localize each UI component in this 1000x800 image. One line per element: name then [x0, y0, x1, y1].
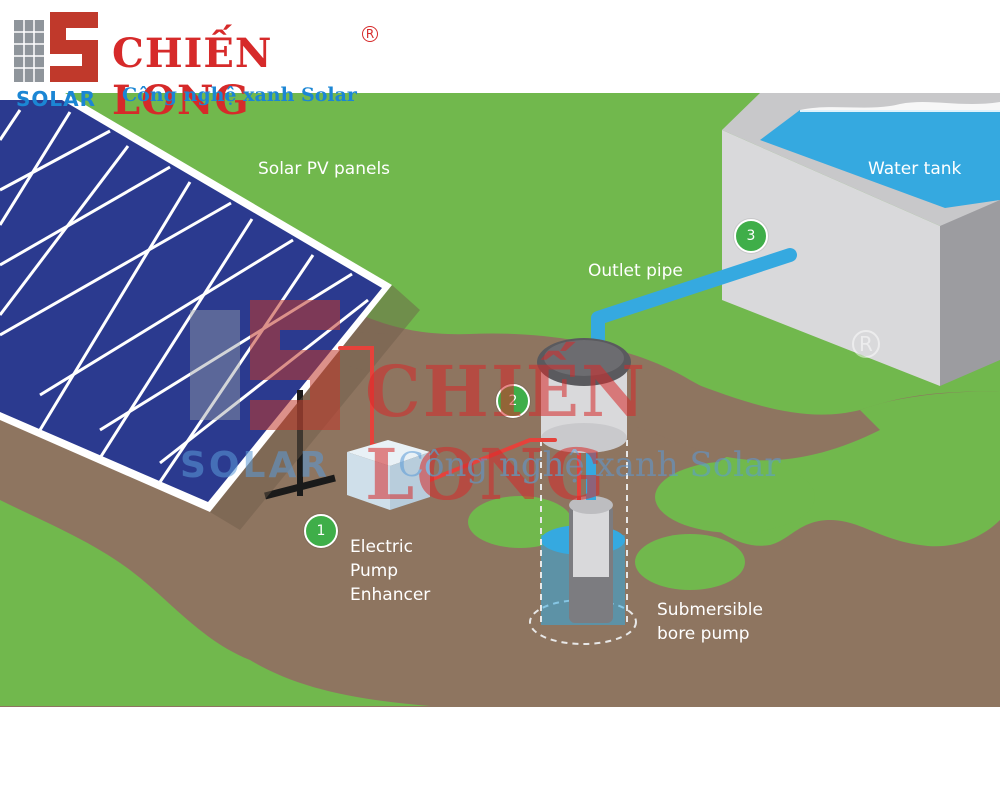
step-badge-2: 2 — [496, 384, 530, 418]
logo-tagline: Công nghệ xanh Solar — [122, 84, 357, 106]
grass-patch-3 — [655, 461, 815, 533]
logo-brand: CHIẾN LONG — [112, 30, 273, 124]
label-bore-pump: Submersible bore pump — [657, 600, 763, 644]
logo-registered: R — [362, 26, 378, 42]
grass-patch-2 — [635, 534, 745, 590]
step-badge-3: 3 — [734, 219, 768, 253]
step-badge-1: 1 — [304, 514, 338, 548]
bore-well — [529, 338, 637, 645]
grass-bottom — [0, 500, 430, 706]
label-pump-enhancer: Electric Pump Enhancer — [350, 537, 431, 605]
water-tank — [722, 93, 1000, 386]
pump-enhancer-box — [347, 440, 430, 510]
label-outlet-pipe: Outlet pipe — [588, 261, 683, 281]
label-water-tank: Water tank — [868, 159, 962, 179]
label-solar-panels: Solar PV panels — [258, 159, 391, 179]
brand-logo: CHIẾN LONG R SOLAR Công nghệ xanh Solar — [12, 8, 382, 124]
logo-mark-icon — [14, 12, 98, 82]
logo-solar: SOLAR — [16, 87, 97, 111]
